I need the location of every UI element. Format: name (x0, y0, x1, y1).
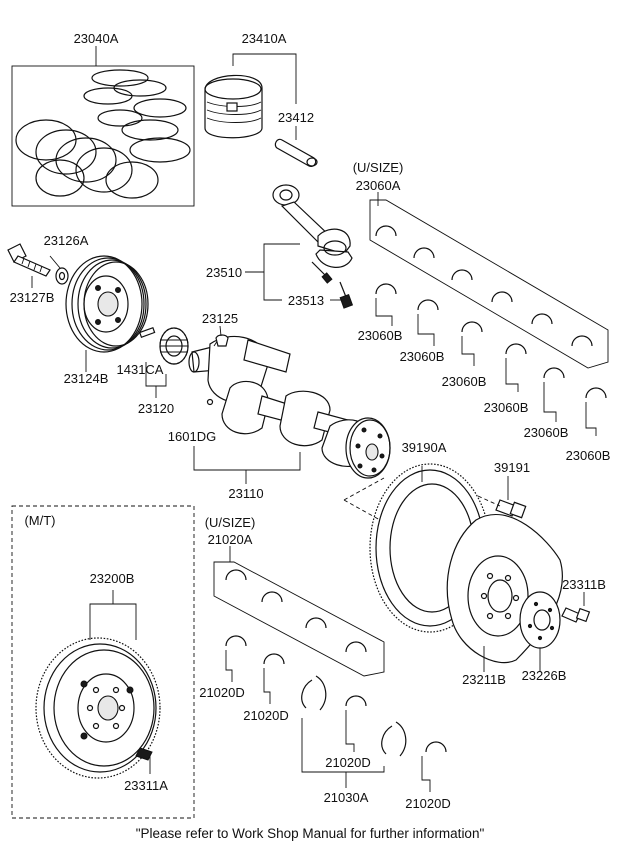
label-mt: (M/T) (24, 513, 55, 528)
upper-bearing-shells (375, 225, 593, 347)
thrust-washers (301, 675, 407, 788)
flywheel (35, 637, 161, 779)
label-23060b-2: 23060B (400, 349, 445, 364)
crank-sprocket (138, 326, 189, 398)
label-23200b: 23200B (90, 571, 135, 586)
pulley-bolt (7, 243, 69, 288)
lower-main-bearing-shells (225, 635, 447, 792)
adapter-bolt (561, 592, 591, 623)
label-39191: 39191 (494, 460, 530, 475)
label-23124b: 23124B (64, 371, 109, 386)
label-21030a: 21030A (324, 790, 369, 805)
lower-upper-shells (225, 569, 367, 653)
label-23060b-1: 23060B (358, 328, 403, 343)
main-bearing-box-upper (369, 192, 609, 369)
lower-bearing-shells (375, 283, 607, 436)
label-23110: 23110 (228, 486, 263, 501)
label-39190a: 39190A (402, 440, 447, 455)
label-21020d-2: 21020D (243, 708, 289, 723)
label-23125: 23125 (202, 311, 238, 326)
label-1431ca: 1431CA (117, 362, 164, 377)
label-23060a: 23060A (356, 178, 401, 193)
damper-pulley (65, 255, 149, 372)
label-23060b-5: 23060B (524, 425, 569, 440)
drive-plate-bolt (477, 476, 527, 519)
main-bearing-box-lower (213, 546, 385, 677)
label-21020d-4: 21020D (405, 796, 451, 811)
label-21020d-1: 21020D (199, 685, 245, 700)
reinforcement-plate (519, 591, 561, 672)
label-23060b-4: 23060B (484, 400, 529, 415)
label-23311a: 23311A (124, 778, 168, 793)
label-23311b: 23311B (562, 577, 606, 592)
manual-transmission-box (11, 505, 195, 819)
label-usize-upper: (U/SIZE) (353, 160, 404, 175)
label-23513: 23513 (288, 293, 324, 308)
label-1601dg: 1601DG (168, 429, 216, 444)
label-23211b: 23211B (462, 672, 506, 687)
crankshaft (188, 335, 391, 484)
label-23126a: 23126A (44, 233, 89, 248)
connecting-rod (245, 184, 354, 309)
crank-key (215, 325, 229, 347)
piston-ring-set (11, 46, 195, 207)
label-23060b-6: 23060B (566, 448, 611, 463)
label-23510: 23510 (206, 265, 242, 280)
label-usize-lower: (U/SIZE) (205, 515, 256, 530)
part-labels: 23040A 23410A 23412 (U/SIZE) 23060A 2312… (10, 31, 611, 841)
label-23410a: 23410A (242, 31, 287, 46)
label-23120: 23120 (138, 401, 174, 416)
label-23127b: 23127B (10, 290, 55, 305)
label-23412: 23412 (278, 110, 314, 125)
label-21020a: 21020A (208, 532, 253, 547)
label-23060b-3: 23060B (442, 374, 487, 389)
footer-note: "Please refer to Work Shop Manual for fu… (136, 826, 485, 841)
label-21020d-3: 21020D (325, 755, 371, 770)
piston-assembly (204, 53, 318, 167)
label-23040a: 23040A (74, 31, 119, 46)
label-23226b: 23226B (522, 668, 567, 683)
